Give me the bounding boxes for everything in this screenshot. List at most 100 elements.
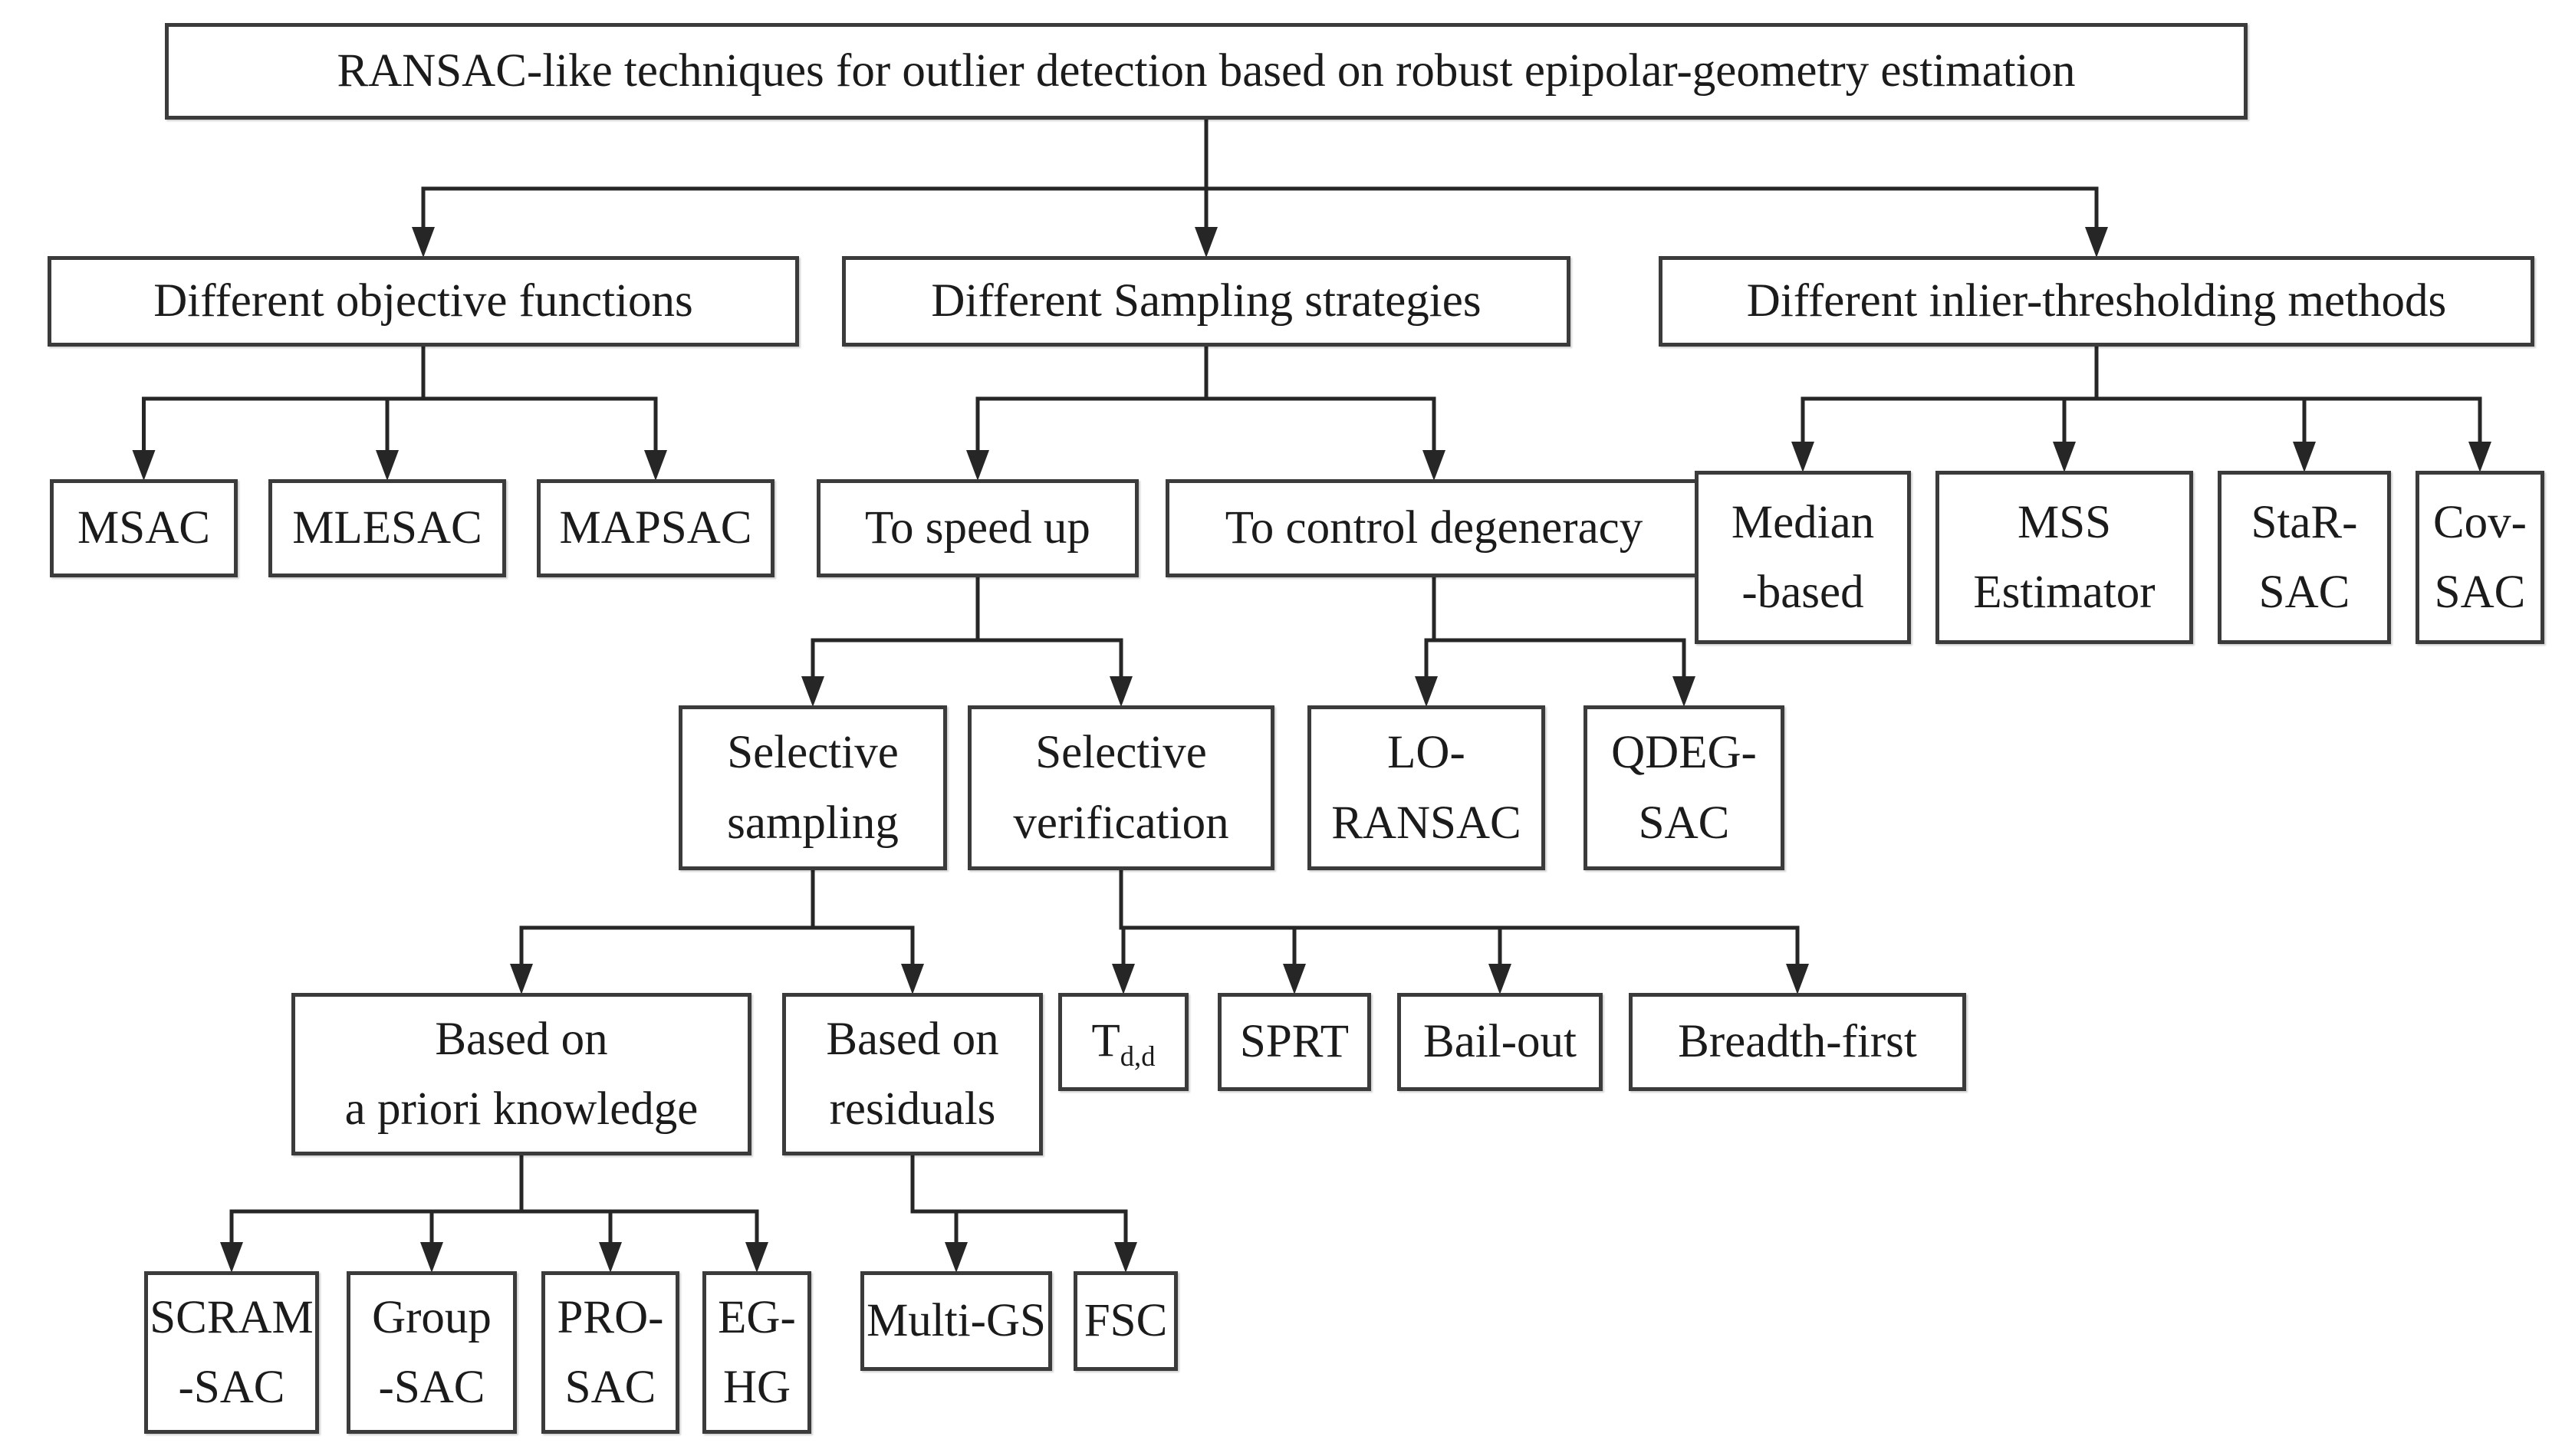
node-label-text: sampling xyxy=(727,797,899,849)
node-scramsac: SCRAM-SAC xyxy=(144,1271,319,1434)
node-label-text: HG xyxy=(722,1362,791,1413)
node-label-line: Different objective functions xyxy=(153,266,693,337)
node-label-line: -SAC xyxy=(379,1352,485,1423)
arrowhead-icon xyxy=(1112,964,1135,994)
node-label-text: SAC xyxy=(2258,567,2350,618)
node-label-line: QDEG- xyxy=(1611,718,1757,788)
node-label-text: Based on xyxy=(826,1013,999,1065)
node-label-subscript: d,d xyxy=(1120,1040,1156,1073)
node-label-line: Selective xyxy=(727,718,899,788)
node-label-line: MSS xyxy=(2018,488,2111,558)
node-covsac: Cov-SAC xyxy=(2416,471,2544,644)
arrowhead-icon xyxy=(2293,442,2316,472)
node-label-line: MSAC xyxy=(77,493,210,564)
arrowhead-icon xyxy=(412,227,435,258)
arrowhead-icon xyxy=(945,1242,968,1273)
node-label-line: Bail-out xyxy=(1423,1007,1577,1077)
node-label-text: verification xyxy=(1013,797,1229,849)
node-objective: Different objective functions xyxy=(48,256,799,347)
node-median: Median -based xyxy=(1695,471,1911,644)
node-apriori: Based on a priori knowledge xyxy=(291,993,751,1155)
node-root: RANSAC-like techniques for outlier detec… xyxy=(165,23,2248,120)
node-label-line: FSC xyxy=(1084,1286,1168,1356)
node-selsamp: Selective sampling xyxy=(679,705,947,870)
arrowhead-icon xyxy=(132,450,156,481)
node-label-line: Selective xyxy=(1035,718,1207,788)
node-label-line: a priori knowledge xyxy=(345,1074,699,1145)
node-label-line: SAC xyxy=(565,1352,656,1423)
node-sprt: SPRT xyxy=(1218,993,1371,1091)
node-mss: MSS Estimator xyxy=(1935,471,2193,644)
node-thresholding: Different inlier-thresholding methods xyxy=(1659,256,2534,347)
node-label-line: Different inlier-thresholding methods xyxy=(1747,266,2446,337)
node-label-text: Bail-out xyxy=(1423,1016,1577,1068)
arrowhead-icon xyxy=(2085,227,2108,258)
node-label-text: -based xyxy=(1741,567,1864,618)
arrowhead-icon xyxy=(376,450,399,481)
node-starsac: StaR- SAC xyxy=(2218,471,2391,644)
node-label-line: sampling xyxy=(727,788,899,859)
arrowhead-icon xyxy=(1415,676,1438,707)
node-bailout: Bail-out xyxy=(1397,993,1603,1091)
arrowhead-icon xyxy=(1672,676,1695,707)
node-label-line: To speed up xyxy=(865,493,1090,564)
arrowhead-icon xyxy=(1110,676,1133,707)
node-label-line: SAC xyxy=(2435,557,2526,628)
node-msac: MSAC xyxy=(50,479,238,577)
node-eghg: EG- HG xyxy=(702,1271,811,1434)
arrowhead-icon xyxy=(644,450,667,481)
node-label-text: QDEG- xyxy=(1611,727,1757,778)
node-label-text: Median xyxy=(1731,496,1875,548)
node-label-line: SAC xyxy=(2259,557,2350,628)
node-label-text: To speed up xyxy=(865,502,1090,554)
arrowhead-icon xyxy=(599,1242,622,1273)
node-label-text: a priori knowledge xyxy=(344,1083,699,1135)
node-label-text: MAPSAC xyxy=(559,502,752,554)
node-label-text: Estimator xyxy=(1973,567,2156,618)
node-label-line: StaR- xyxy=(2251,488,2358,558)
node-tdd: Td,d xyxy=(1058,993,1189,1091)
node-label-line: MAPSAC xyxy=(560,493,752,564)
node-label-text: FSC xyxy=(1084,1295,1168,1347)
arrowhead-icon xyxy=(966,450,989,481)
node-label-text: Group xyxy=(372,1291,492,1343)
node-label-line: EG- xyxy=(718,1283,796,1353)
node-label-text: MSAC xyxy=(77,502,210,554)
node-label-line: SCRAM xyxy=(150,1283,314,1353)
node-label-text: PRO- xyxy=(557,1291,664,1343)
node-label-line: Based on xyxy=(435,1004,607,1075)
node-label-text: Different Sampling strategies xyxy=(931,275,1482,327)
arrowhead-icon xyxy=(1786,964,1809,994)
node-label-text: Different objective functions xyxy=(153,275,693,327)
arrowhead-icon xyxy=(1114,1242,1137,1273)
node-label-text: residuals xyxy=(829,1083,996,1135)
node-label-text: SAC xyxy=(1638,797,1730,849)
node-label-line: Median xyxy=(1731,488,1874,558)
node-label-text: MSS xyxy=(2017,496,2112,548)
node-label-text: Based on xyxy=(435,1013,608,1065)
arrowhead-icon xyxy=(901,964,924,994)
node-label-line: RANSAC-like techniques for outlier detec… xyxy=(337,36,2075,107)
node-label-line: Based on xyxy=(826,1004,998,1075)
arrowhead-icon xyxy=(1283,964,1306,994)
node-breadth: Breadth-first xyxy=(1629,993,1966,1091)
node-multigs: Multi-GS xyxy=(860,1271,1052,1371)
node-label-line: Group xyxy=(372,1283,492,1353)
node-mlesac: MLESAC xyxy=(268,479,506,577)
node-sampling: Different Sampling strategies xyxy=(842,256,1570,347)
node-label-text: -SAC xyxy=(378,1362,485,1413)
node-qdegsac: QDEG- SAC xyxy=(1583,705,1784,870)
node-label-line: SAC xyxy=(1639,788,1730,859)
arrowhead-icon xyxy=(2053,442,2076,472)
node-groupsac: Group -SAC xyxy=(347,1271,517,1434)
node-label-text: SPRT xyxy=(1239,1016,1350,1068)
node-label-line: MLESAC xyxy=(292,493,482,564)
node-label-line: -SAC xyxy=(179,1352,285,1423)
node-label-line: Breadth-first xyxy=(1678,1007,1917,1077)
node-label-line: To control degeneracy xyxy=(1225,493,1643,564)
arrowhead-icon xyxy=(420,1242,443,1273)
node-label-text: Selective xyxy=(1035,727,1207,778)
arrowhead-icon xyxy=(1488,964,1511,994)
